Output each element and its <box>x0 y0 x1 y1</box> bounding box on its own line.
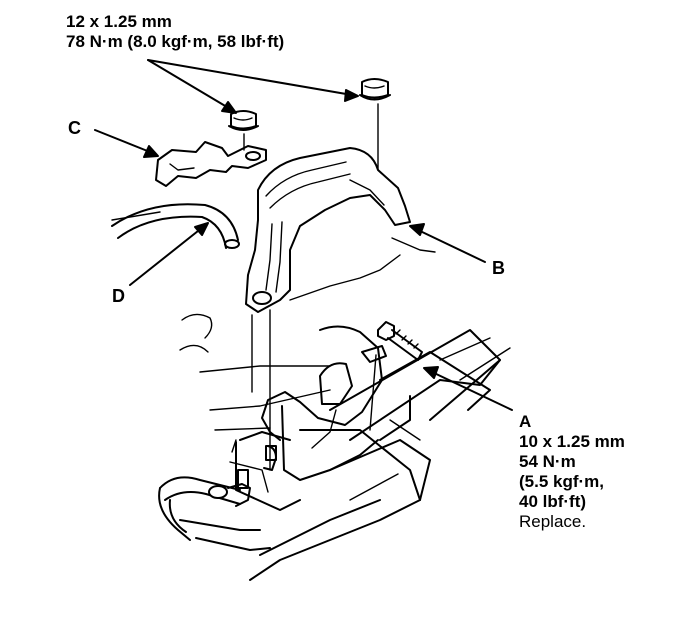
bolt-a-spec: A 10 x 1.25 mm 54 N·m (5.5 kgf·m, 40 lbf… <box>519 412 625 532</box>
nut-torque-spec: 12 x 1.25 mm 78 N·m (8.0 kgf·m, 58 lbf·f… <box>66 12 284 52</box>
bolt-thread-size: 10 x 1.25 mm <box>519 432 625 451</box>
flange-nut-right <box>359 78 391 101</box>
callout-a: A <box>519 412 532 431</box>
nut-thread-size: 12 x 1.25 mm <box>66 12 172 31</box>
lower-mount <box>235 325 387 511</box>
lower-hoses <box>158 439 271 551</box>
callout-c: C <box>68 118 81 138</box>
bolt-torque-lbfft: 40 lbf·ft) <box>519 492 587 511</box>
bolt-torque-nm: 54 N·m <box>519 452 576 471</box>
bolt-replace-note: Replace. <box>519 512 587 531</box>
bolt-torque-kgfm: (5.5 kgf·m, <box>519 472 605 491</box>
flange-nut-left <box>228 110 259 131</box>
engine-outline <box>111 211 436 431</box>
nut-torque-value: 78 N·m (8.0 kgf·m, 58 lbf·ft) <box>66 32 285 51</box>
callout-d: D <box>112 286 125 306</box>
callout-b: B <box>492 258 505 278</box>
bracket-c <box>155 141 267 187</box>
spec-leader-lines <box>147 59 359 114</box>
mount-bracket-b <box>245 147 411 313</box>
bolt-a <box>377 321 423 361</box>
hose-d <box>111 203 240 249</box>
subframe <box>249 329 511 581</box>
